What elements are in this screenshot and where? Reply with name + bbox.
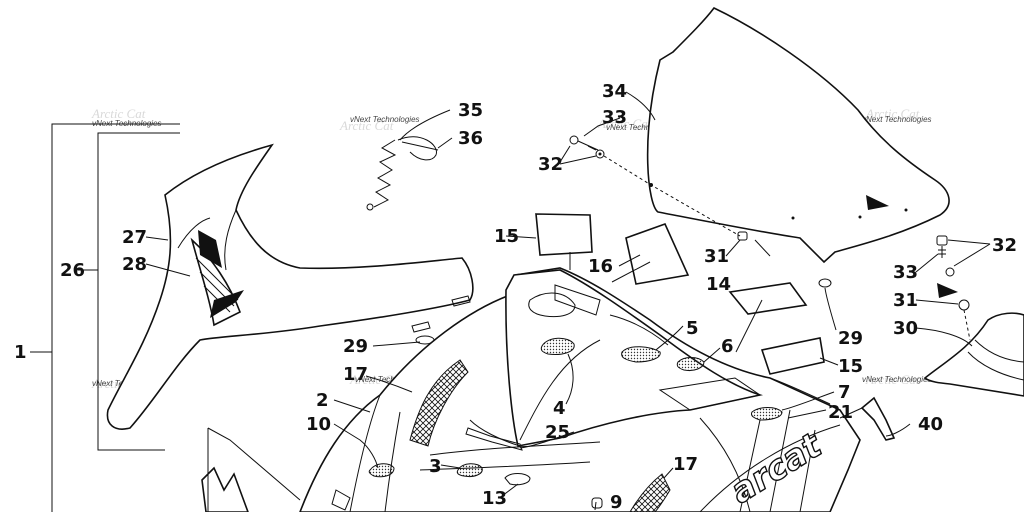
watermark: vNext Technologies (862, 115, 932, 124)
svg-text:Arctic Cat: Arctic Cat (865, 372, 920, 387)
assembly-bracket-26 (82, 132, 180, 451)
mirror-fastener-set (936, 235, 971, 341)
svg-text:Arctic Cat: Arctic Cat (865, 106, 920, 121)
callout-21: 21 (828, 402, 853, 423)
callout-15: 15 (838, 356, 863, 377)
watermark: vNext Technologies (355, 375, 425, 384)
callout-9: 9 (610, 492, 623, 512)
callout-30: 30 (893, 318, 918, 339)
stipple-decals (368, 337, 783, 509)
callout-25: 25 (545, 422, 570, 443)
leader-lines (145, 91, 991, 511)
callout-33: 33 (602, 107, 627, 128)
callout-17: 17 (673, 454, 698, 475)
callout-16: 16 (588, 256, 613, 277)
callout-29: 29 (343, 336, 368, 357)
callout-31: 31 (893, 290, 918, 311)
vent-screens (409, 359, 671, 512)
callout-32: 32 (992, 235, 1017, 256)
assembly-bracket-1 (36, 123, 180, 512)
callout-40: 40 (918, 414, 943, 435)
windshield-fasteners (569, 135, 832, 288)
callout-28: 28 (122, 254, 147, 275)
callout-35: 35 (458, 100, 483, 121)
callout-14: 14 (706, 274, 731, 295)
callout-36: 36 (458, 128, 483, 149)
callout-15: 15 (494, 226, 519, 247)
lower-bracket-part (201, 427, 301, 512)
callout-17: 17 (343, 364, 368, 385)
callout-4: 4 (553, 398, 566, 419)
trim-strip-part (465, 427, 523, 451)
mirror-part (923, 312, 1024, 397)
callout-1: 1 (14, 342, 27, 363)
callout-33: 33 (893, 262, 918, 283)
callouts: 1 2 3 4 5 6 7 9 10 13 14 15 15 16 17 17 … (14, 81, 1017, 512)
callout-13: 13 (482, 488, 507, 509)
callout-29: 29 (838, 328, 863, 349)
loose-decals (535, 213, 825, 375)
hood-pin-part (366, 136, 439, 211)
callout-26: 26 (60, 260, 85, 281)
callout-6: 6 (721, 336, 734, 357)
callout-32: 32 (538, 154, 563, 175)
callout-3: 3 (429, 456, 442, 477)
watermark: vNext Technologies (350, 115, 420, 124)
callout-ticks (30, 269, 82, 353)
svg-text:Arctic Cat: Arctic Cat (91, 106, 146, 121)
callout-31: 31 (704, 246, 729, 267)
callout-34: 34 (602, 81, 627, 102)
watermark: vNext Technologies (606, 123, 676, 132)
svg-text:Arctic Cat: Arctic Cat (339, 118, 394, 133)
callout-27: 27 (122, 227, 147, 248)
side-panel-part (106, 143, 474, 430)
callout-10: 10 (306, 414, 331, 435)
callout-2: 2 (316, 390, 329, 411)
watermark: vNext Technologies (862, 375, 932, 384)
svg-text:Arctic Cat: Arctic Cat (597, 116, 652, 131)
bracket-part (860, 396, 896, 441)
callout-7: 7 (838, 382, 851, 403)
callout-5: 5 (686, 318, 699, 339)
windshield-part (646, 6, 950, 264)
